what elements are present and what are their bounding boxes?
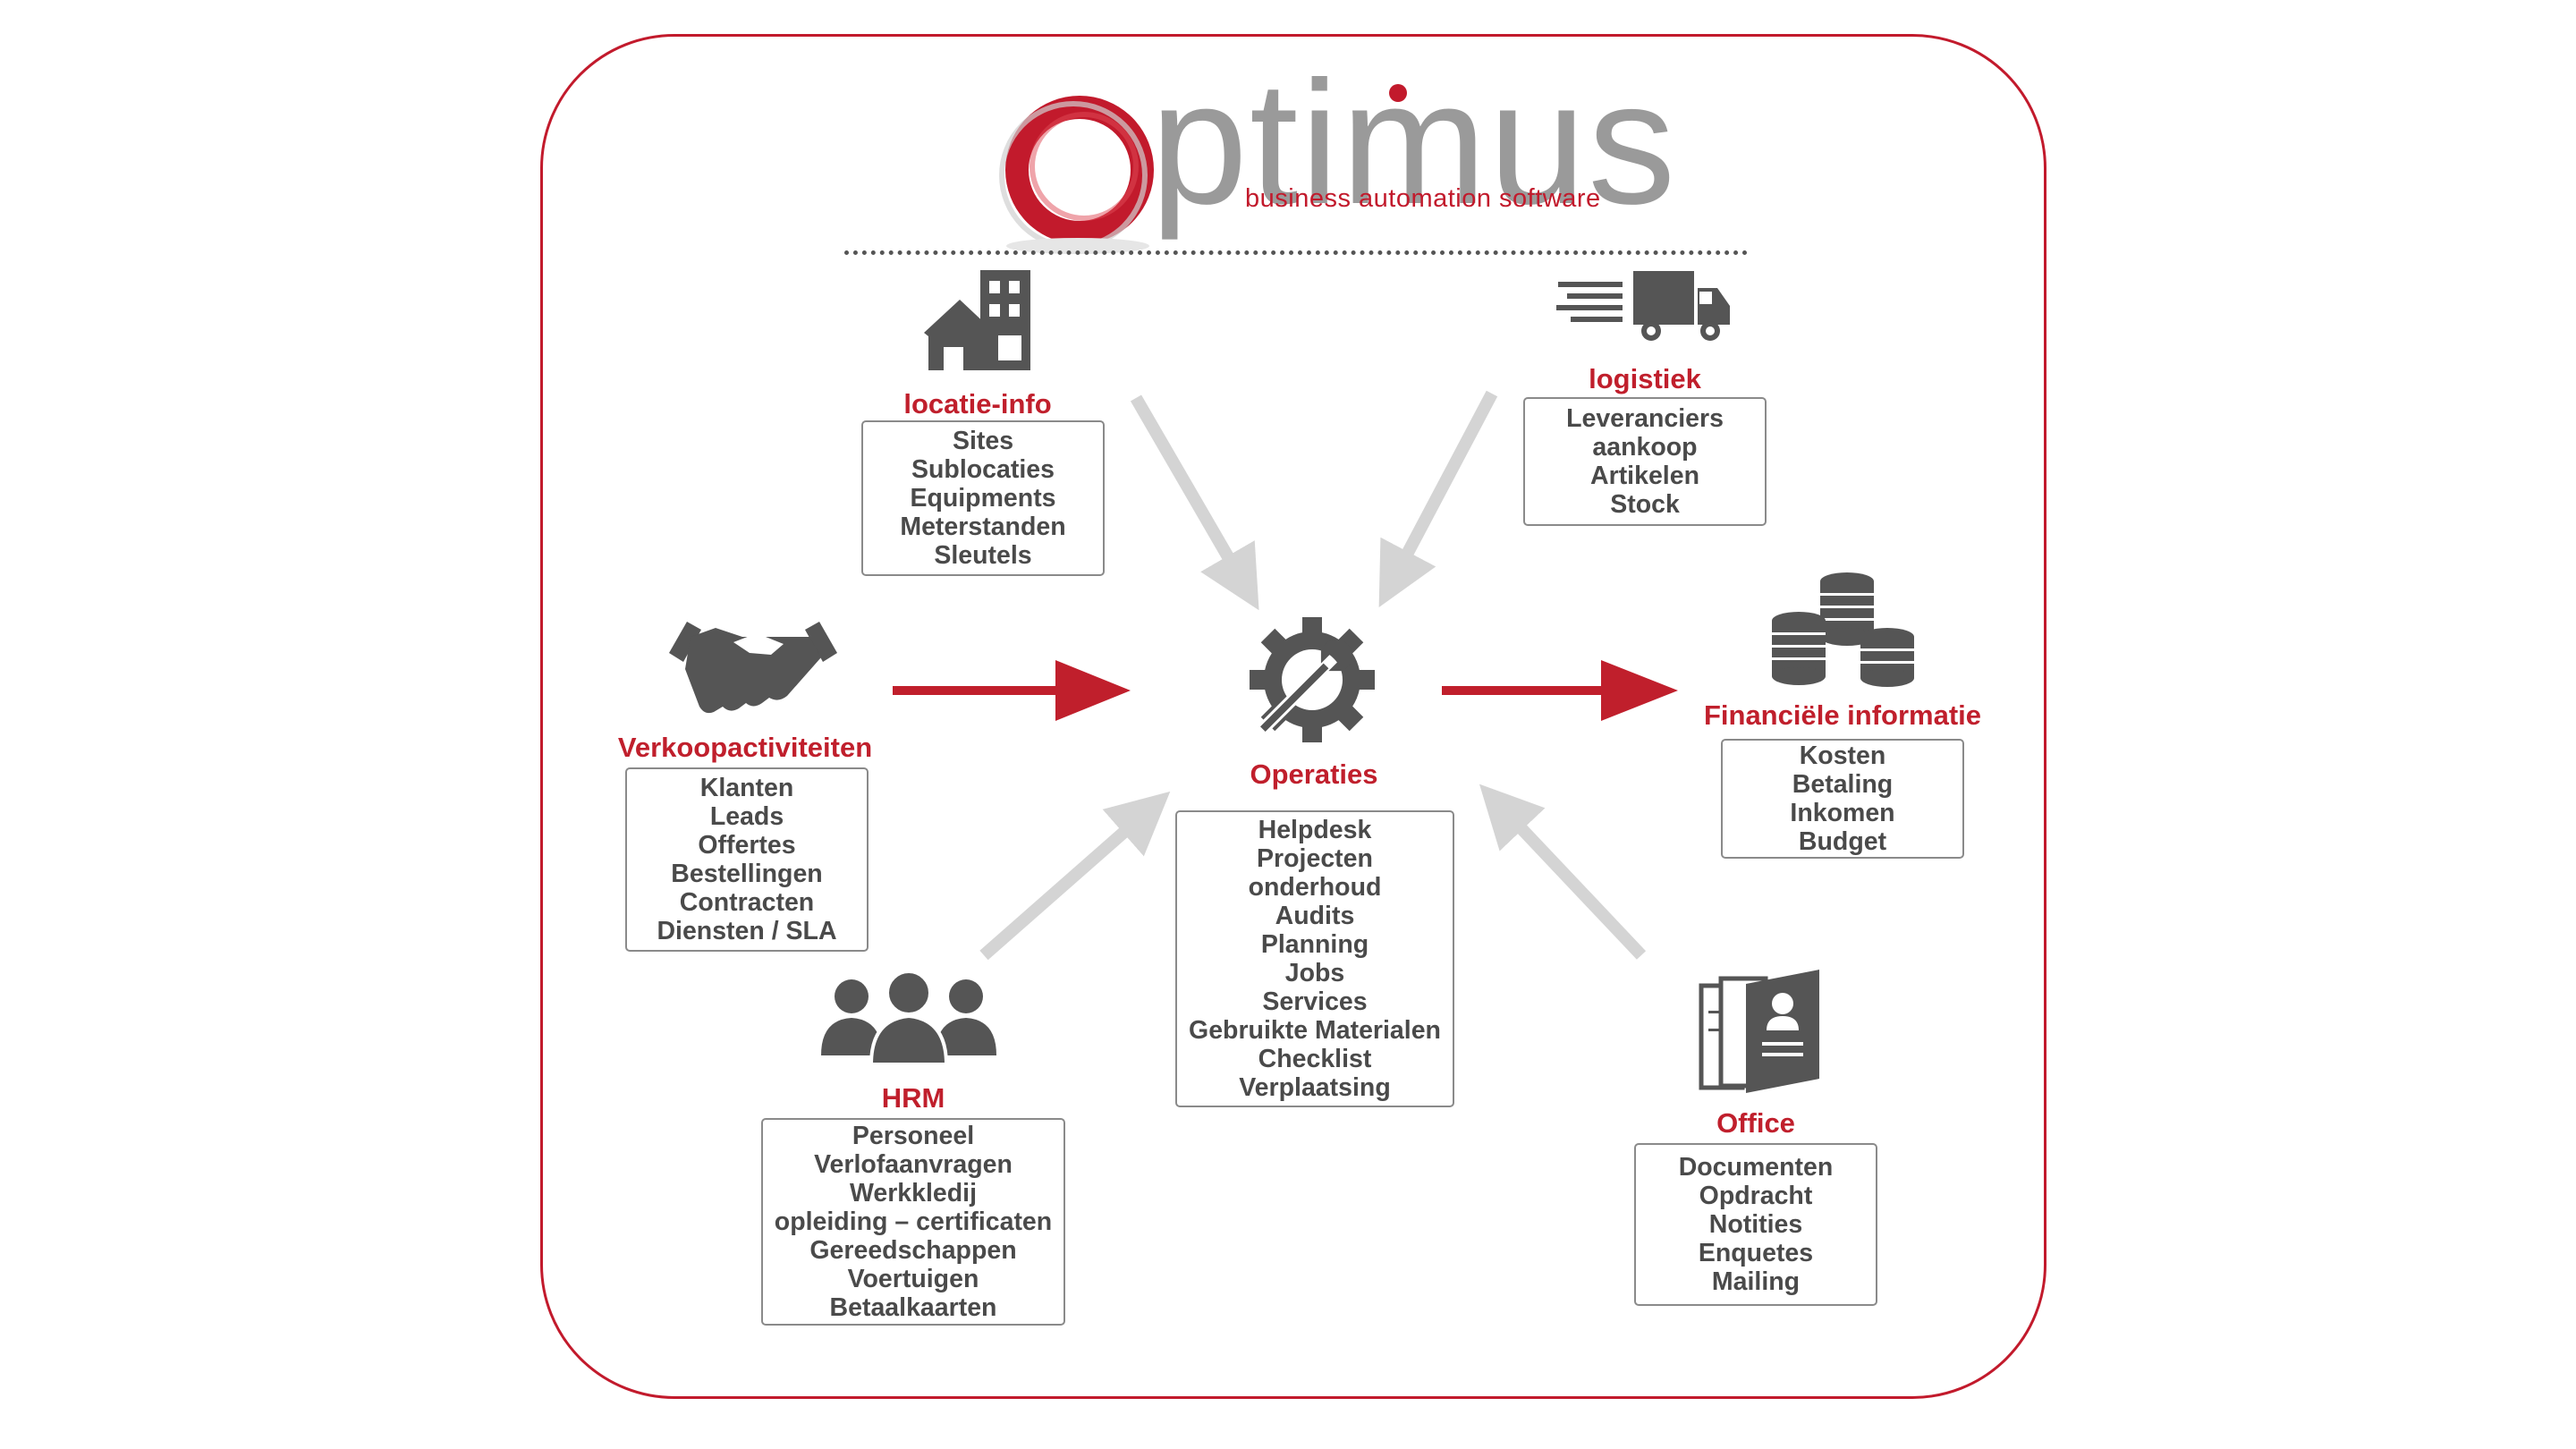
logo-wordmark: ptimus	[1150, 45, 1678, 241]
list-item: Projecten	[1257, 844, 1373, 873]
header-divider	[844, 250, 1748, 255]
arrow-locatie-to-operaties	[1130, 394, 1259, 611]
logo-ring-icon	[999, 96, 1154, 254]
node-title-logistiek: logistiek	[1589, 363, 1701, 394]
list-item: Sleutels	[934, 541, 1032, 570]
list-item: Werkkledij	[849, 1179, 978, 1208]
list-item: Jobs	[1284, 959, 1345, 987]
list-item: Verlofaanvragen	[814, 1150, 1013, 1179]
arrow-logistiek-to-operaties	[1378, 390, 1498, 607]
list-item: Planning	[1260, 930, 1369, 959]
list-item: Klanten	[699, 774, 794, 802]
list-item: Notities	[1708, 1210, 1803, 1239]
list-item: Equipments	[910, 484, 1056, 513]
node-box-office: Documenten Opdracht Notities Enquetes Ma…	[1634, 1143, 1877, 1306]
list-item: Checklist	[1258, 1045, 1372, 1073]
list-item: Enquetes	[1698, 1239, 1814, 1267]
handshake-icon	[669, 622, 837, 714]
list-item: Opdracht	[1699, 1182, 1813, 1210]
list-item: Budget	[1798, 827, 1887, 856]
list-item: aankoop	[1592, 433, 1698, 462]
node-box-financieel: Kosten Betaling Inkomen Budget	[1721, 739, 1964, 859]
node-title-verkoop: Verkoopactiviteiten	[617, 732, 873, 763]
list-item: Betaalkaarten	[829, 1293, 997, 1322]
node-box-operaties: Helpdesk Projecten onderhoud Audits Plan…	[1175, 810, 1454, 1107]
list-item: Mailing	[1711, 1267, 1801, 1296]
list-item: Inkomen	[1790, 799, 1895, 827]
list-item: Meterstanden	[900, 513, 1066, 541]
node-title-locatie: locatie-info	[903, 388, 1052, 419]
list-item: Contracten	[679, 888, 815, 917]
list-item: Helpdesk	[1258, 816, 1372, 844]
list-item: Gereedschappen	[809, 1236, 1017, 1265]
list-item: Gebruikte Materialen	[1189, 1016, 1441, 1045]
node-box-locatie: Sites Sublocaties Equipments Meterstande…	[861, 420, 1105, 576]
list-item: Offertes	[698, 831, 796, 860]
list-item: Stock	[1610, 490, 1680, 519]
list-item: opleiding – certificaten	[774, 1208, 1053, 1236]
list-item: Voertuigen	[847, 1265, 979, 1293]
coin-stacks-icon	[1772, 572, 1914, 687]
gear-wrench-icon	[1250, 617, 1375, 742]
list-item: onderhoud	[1248, 873, 1382, 902]
node-title-office: Office	[1716, 1107, 1795, 1139]
list-item: Sites	[952, 427, 1014, 455]
list-item: Verplaatsing	[1239, 1073, 1391, 1102]
arrow-verkoop-to-operaties	[893, 660, 1131, 721]
list-item: Leveranciers	[1566, 404, 1724, 433]
arrow-hrm-to-operaties	[979, 791, 1171, 961]
node-title-financieel: Financiële informatie	[1703, 699, 1982, 731]
node-title-operaties: Operaties	[1250, 758, 1378, 790]
list-item: Artikelen	[1590, 462, 1699, 490]
node-title-hrm: HRM	[881, 1082, 945, 1114]
list-item: Services	[1262, 987, 1368, 1016]
people-group-icon	[821, 970, 996, 1066]
delivery-truck-icon	[1556, 271, 1730, 341]
list-item: Audits	[1275, 902, 1355, 930]
list-item: Bestellingen	[671, 860, 823, 888]
list-item: Personeel	[852, 1122, 975, 1150]
list-item: Kosten	[1799, 741, 1886, 770]
logo-dot-icon	[1389, 84, 1407, 102]
list-item: Betaling	[1792, 770, 1894, 799]
buildings-icon	[924, 270, 1030, 370]
list-item: Documenten	[1678, 1153, 1834, 1182]
diagram-frame	[540, 34, 2046, 1399]
logo-tagline: business automation software	[1245, 184, 1601, 213]
list-item: Diensten / SLA	[657, 917, 837, 945]
list-item: Leads	[709, 802, 784, 831]
node-box-logistiek: Leveranciers aankoop Artikelen Stock	[1523, 397, 1767, 526]
arrow-operaties-to-financieel	[1442, 660, 1678, 721]
arrow-office-to-operaties	[1479, 784, 1647, 960]
documents-icon	[1699, 970, 1819, 1093]
node-box-verkoop: Klanten Leads Offertes Bestellingen Cont…	[625, 767, 869, 952]
list-item: Sublocaties	[911, 455, 1055, 484]
node-box-hrm: Personeel Verlofaanvragen Werkkledij opl…	[761, 1118, 1065, 1326]
